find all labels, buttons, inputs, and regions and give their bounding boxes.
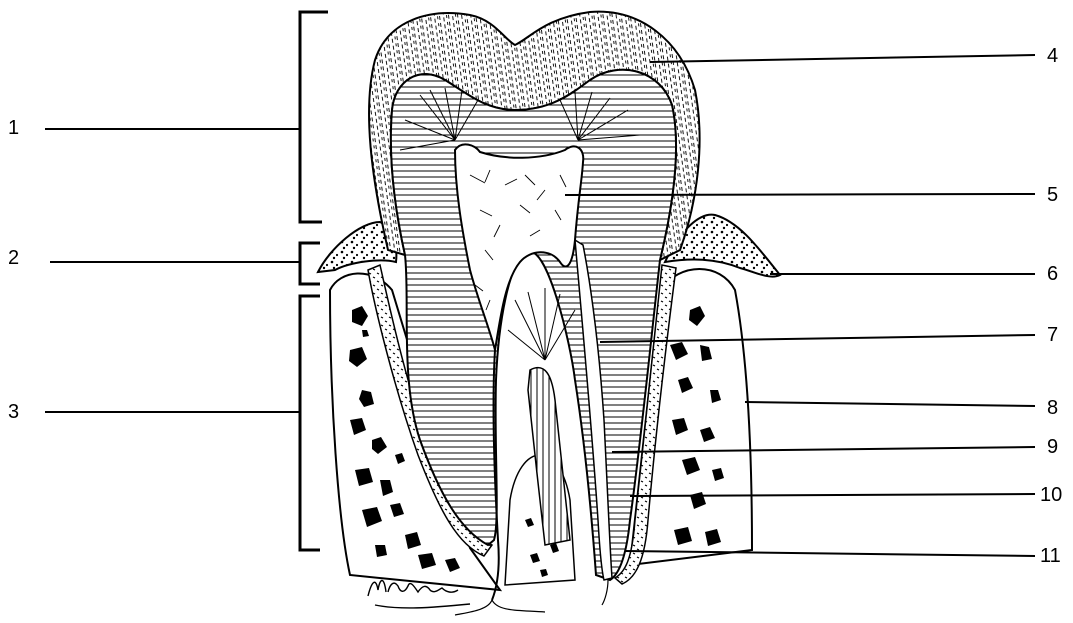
- label-2: 2: [8, 248, 19, 268]
- label-3: 3: [8, 402, 19, 422]
- label-7: 7: [1047, 325, 1058, 345]
- bracket-crown: [300, 12, 328, 222]
- leader-line-8: [745, 402, 1035, 406]
- label-11: 11: [1040, 546, 1061, 566]
- label-5: 5: [1047, 185, 1058, 205]
- left-leader-lines: [45, 129, 300, 412]
- bracket-neck: [300, 243, 320, 284]
- label-6: 6: [1047, 264, 1058, 284]
- bracket-root: [300, 296, 320, 550]
- leader-line-4: [650, 55, 1035, 62]
- label-10: 10: [1040, 485, 1062, 505]
- label-1: 1: [8, 118, 19, 138]
- leader-line-5: [565, 194, 1035, 195]
- label-4: 4: [1047, 46, 1058, 66]
- label-9: 9: [1047, 437, 1058, 457]
- label-8: 8: [1047, 398, 1058, 418]
